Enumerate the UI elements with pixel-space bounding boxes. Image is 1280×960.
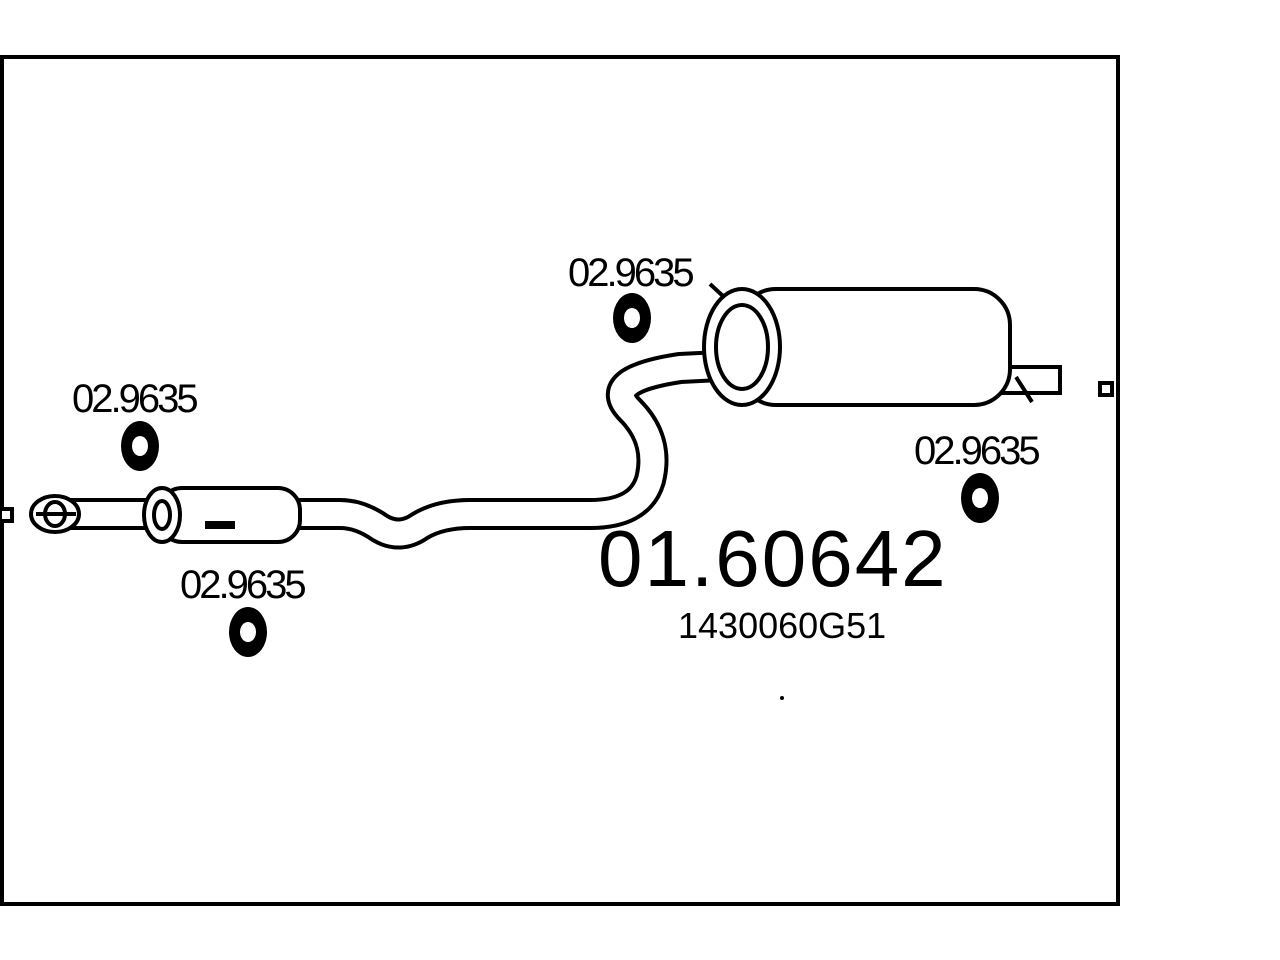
hanger-ref-label: 02.9635 [180,563,305,607]
center-silencer [142,486,302,544]
rear-silencer [702,282,1062,407]
rubber-hanger-icon [121,421,159,471]
oem-number: 1430060G51 [678,605,886,646]
hanger-ref-label: 02.9635 [568,251,693,295]
hanger-ref-label: 02.9635 [914,429,1039,473]
hanger-ref-label: 02.9635 [72,377,197,421]
stray-dot [780,696,784,700]
left-edge-marker [0,507,14,523]
part-number: 01.60642 [598,514,948,603]
right-edge-marker [1098,381,1114,397]
rubber-hanger-icon [613,293,651,343]
diagram-frame [0,55,1120,906]
rubber-hanger-icon [229,607,267,657]
front-flange [29,494,81,534]
rubber-hanger-icon [961,473,999,523]
